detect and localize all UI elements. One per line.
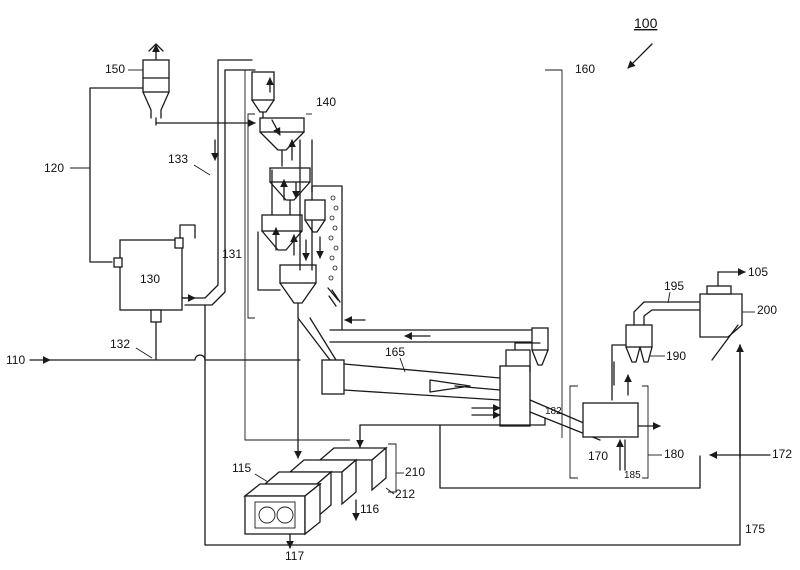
label-120: 120 xyxy=(44,161,64,175)
label-133: 133 xyxy=(168,152,188,166)
line-131 xyxy=(181,59,253,299)
label-160: 160 xyxy=(575,62,595,76)
clinker-cooler-170 xyxy=(582,402,661,471)
line-120 xyxy=(89,87,144,263)
label-116: 116 xyxy=(360,502,379,516)
label-131: 131 xyxy=(222,247,242,261)
label-190: 190 xyxy=(666,349,686,363)
raw-mill-130 xyxy=(113,224,196,361)
label-200: 200 xyxy=(757,303,777,317)
label-175: 175 xyxy=(745,522,765,536)
label-115: 115 xyxy=(232,461,251,475)
block-assembly-115 xyxy=(243,319,388,549)
calciner-column xyxy=(304,185,366,331)
label-182: 182 xyxy=(545,406,562,417)
meal-chute xyxy=(297,317,337,361)
label-172: 172 xyxy=(772,447,792,461)
label-105: 105 xyxy=(748,265,768,279)
bracket-210 xyxy=(388,443,397,493)
label-100: 100 xyxy=(634,15,658,31)
label-130: 130 xyxy=(140,272,160,286)
unit-200 xyxy=(699,268,746,361)
bracket-160 xyxy=(545,69,563,438)
tertiary-air-duct xyxy=(329,329,541,343)
label-117: 117 xyxy=(285,549,304,563)
line-110 xyxy=(49,354,301,361)
label-195: 195 xyxy=(664,279,684,293)
label-110: 110 xyxy=(6,353,25,367)
label-170: 170 xyxy=(588,449,608,463)
preheater-tower-140 xyxy=(251,71,317,319)
loop-line xyxy=(439,417,701,489)
kiln-hood xyxy=(471,342,601,441)
label-210: 210 xyxy=(405,465,425,479)
label-165: 165 xyxy=(385,345,405,359)
label-180: 180 xyxy=(664,447,684,461)
label-212: 212 xyxy=(395,487,415,501)
label-150: 150 xyxy=(105,62,125,76)
return-line xyxy=(244,70,350,441)
bracket-140 xyxy=(247,113,255,319)
pointer-arrow-100 xyxy=(627,43,653,69)
label-185: 185 xyxy=(624,470,641,481)
label-132: 132 xyxy=(110,337,130,351)
rotary-kiln-165 xyxy=(321,359,501,401)
label-140: 140 xyxy=(316,95,336,109)
bracket-180 xyxy=(569,385,649,479)
cyclone-190 xyxy=(611,301,701,401)
dust-collector-150 xyxy=(142,43,170,126)
